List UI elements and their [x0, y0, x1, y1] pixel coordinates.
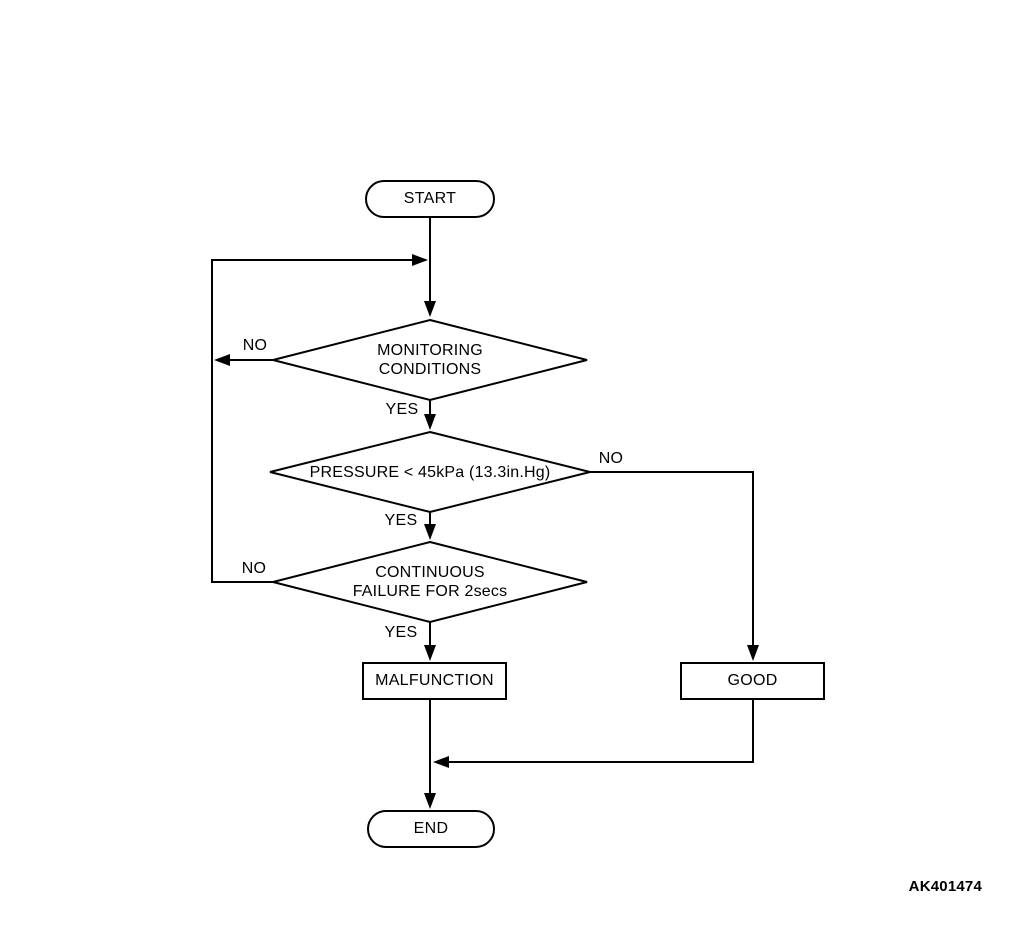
good-node: GOOD — [680, 662, 825, 700]
arrow-head-into-end — [424, 793, 436, 809]
edge-good-merge — [447, 700, 754, 763]
arrow-head-into-pressure — [424, 414, 436, 430]
label-monitoring-no: NO — [242, 337, 268, 354]
decision-pressure-shape — [269, 430, 591, 514]
malfunction-node: MALFUNCTION — [362, 662, 507, 700]
arrow-head-into-continuous — [424, 524, 436, 540]
end-label: END — [413, 820, 449, 837]
arrow-head-into-monitoring — [424, 301, 436, 317]
label-monitoring-yes: YES — [385, 401, 419, 418]
arrow-head-merge — [433, 756, 449, 768]
figure-code: AK401474 — [908, 878, 982, 895]
label-continuous-no: NO — [241, 560, 267, 577]
arrow-head-loop-junction — [412, 254, 428, 266]
good-label: GOOD — [727, 672, 778, 689]
start-label: START — [403, 190, 457, 207]
decision-continuous-shape — [272, 540, 588, 624]
malfunction-label: MALFUNCTION — [375, 672, 494, 689]
edge-pressure-no — [590, 471, 754, 647]
edge-loop-return — [211, 259, 414, 583]
arrow-head-into-good — [747, 645, 759, 661]
arrow-head-monitoring-no — [214, 354, 230, 366]
arrow-head-into-malfunction — [424, 645, 436, 661]
end-node: END — [367, 810, 495, 848]
start-node: START — [365, 180, 495, 218]
decision-monitoring-shape — [272, 318, 588, 402]
label-pressure-no: NO — [598, 450, 624, 467]
label-pressure-yes: YES — [384, 512, 418, 529]
label-continuous-yes: YES — [384, 624, 418, 641]
